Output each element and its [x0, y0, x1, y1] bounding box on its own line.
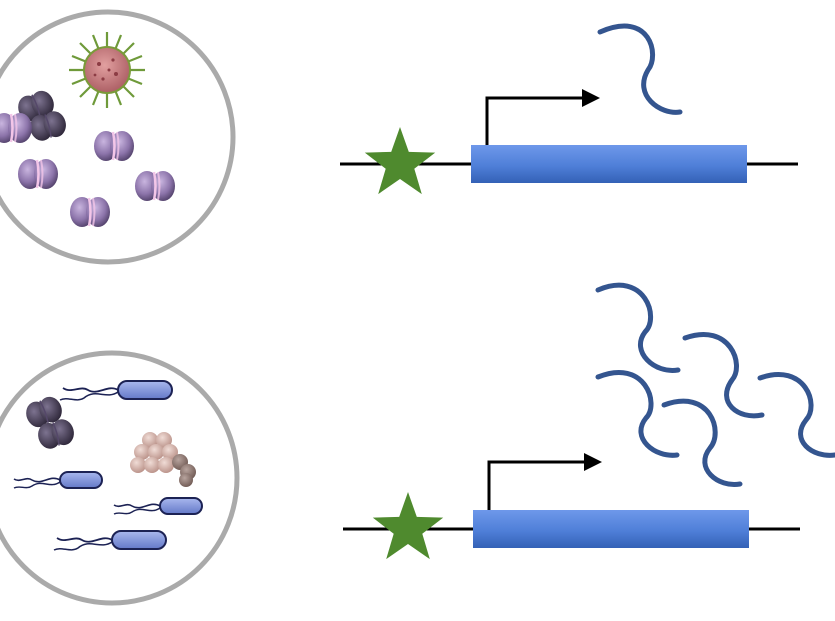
promoter-star-icon-bottom — [372, 492, 444, 560]
mrna-transcript — [682, 332, 765, 419]
microbe-community-circle-top — [0, 9, 236, 265]
panel-bottom-high-expression — [0, 282, 835, 606]
coccus-cluster-icon — [130, 432, 196, 487]
panel-top-low-expression — [0, 9, 798, 265]
mrna-transcript — [661, 398, 743, 487]
mrna-transcript — [595, 282, 681, 373]
gene-bar-top — [471, 145, 747, 183]
mrna-transcript — [757, 372, 835, 458]
promoter-star-icon-top — [364, 127, 436, 195]
mrna-transcripts-bottom — [595, 282, 835, 487]
transcription-arrow-icon-bottom — [487, 453, 602, 510]
virus-icon — [69, 32, 145, 108]
gene-bar-bottom — [473, 510, 749, 548]
microbe-community-circle-bottom — [0, 350, 240, 606]
mrna-transcript-top — [597, 23, 683, 115]
mrna-transcript — [595, 370, 680, 458]
transcription-arrow-icon-top — [485, 89, 600, 145]
